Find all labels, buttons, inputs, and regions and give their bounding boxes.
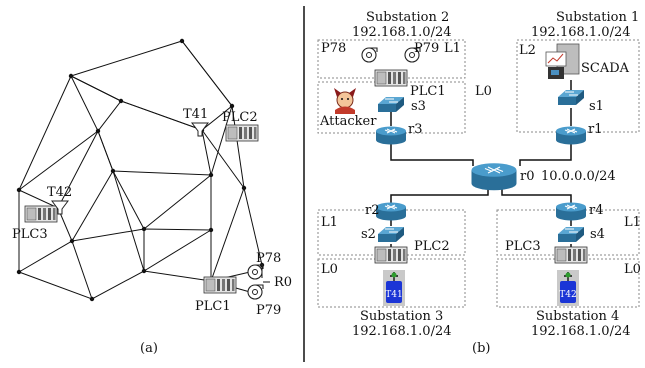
p79-label: P79 <box>256 303 281 318</box>
panel-b-caption: (b) <box>472 341 490 356</box>
node <box>69 238 75 244</box>
l0-label-s4: L0 <box>624 262 641 277</box>
node <box>229 103 235 109</box>
s1-switch-icon <box>557 89 585 106</box>
r2-router-icon <box>375 202 407 221</box>
substation-1: Substation 1 192.168.1.0/24 L2 SCADA s1 … <box>516 10 640 145</box>
plc1-label: PLC1 <box>195 299 231 314</box>
r1-label: r1 <box>588 122 603 137</box>
substation-2-subnet: 192.168.1.0/24 <box>352 25 452 40</box>
s2-switch-icon <box>377 226 405 243</box>
s4-label: s4 <box>590 227 605 242</box>
panel-a-network: PLC2 T41 PLC3 T42 PLC1 P78 P79 R0 (a) <box>12 38 292 356</box>
substation-1-subnet: 192.168.1.0/24 <box>531 25 631 40</box>
substation-4-subnet: 192.168.1.0/24 <box>531 324 631 339</box>
panel-a-edges <box>18 40 263 300</box>
attacker-icon <box>334 88 356 114</box>
core-router: r0 10.0.0.0/24 <box>471 163 616 191</box>
l0-label-s3: L0 <box>321 262 338 277</box>
substation-2-l1-box <box>317 39 466 79</box>
scada-server-icon <box>545 43 580 79</box>
plc1-label-b: PLC1 <box>410 84 446 99</box>
node <box>95 128 101 134</box>
t41-tank-icon-b <box>382 269 406 307</box>
r3-label: r3 <box>408 122 423 137</box>
node <box>208 172 214 178</box>
node <box>141 268 147 274</box>
panel-a-nodes <box>16 38 265 302</box>
node <box>110 168 116 174</box>
plc2-icon-b <box>374 246 408 264</box>
substation-4-name: Substation 4 <box>536 309 619 324</box>
s3-switch-icon <box>377 96 405 113</box>
panel-a-caption: (a) <box>140 341 158 356</box>
node <box>68 73 74 79</box>
p79-pump-icon <box>247 284 264 300</box>
r4-label: r4 <box>589 203 604 218</box>
substation-3-name: Substation 3 <box>360 309 443 324</box>
node <box>141 226 147 232</box>
s4-switch-icon <box>557 226 585 243</box>
substation-1-l2-box <box>516 39 640 133</box>
t42-label-b: T42 <box>559 290 576 300</box>
p78-pump-icon <box>247 264 264 280</box>
plc1-icon <box>203 276 237 294</box>
substation-4: r4 L1 s4 PLC3 L0 T42 Substation 4 192.16… <box>496 202 641 339</box>
node <box>179 38 185 44</box>
r0-label-b: r0 <box>520 169 535 184</box>
l1-label-s2: L1 <box>444 41 461 56</box>
substation-1-name: Substation 1 <box>556 10 639 25</box>
substation-4-l0-box <box>496 258 640 308</box>
node <box>241 185 247 191</box>
node <box>208 227 214 233</box>
t41-label-b: T41 <box>385 290 402 300</box>
r0-label: R0 <box>274 275 292 290</box>
l0-label-s2: L0 <box>475 84 492 99</box>
node <box>118 98 124 104</box>
plc3-label: PLC3 <box>12 227 48 242</box>
r2-label: r2 <box>365 203 380 218</box>
t41-tank-icon <box>191 122 209 137</box>
s3-label: s3 <box>411 99 426 114</box>
substation-3: r2 L1 s2 PLC2 L0 T41 Substation 3 192.16… <box>317 202 466 339</box>
plc2-label-b: PLC2 <box>414 239 450 254</box>
node <box>16 187 22 193</box>
panel-b-network: Substation 2 192.168.1.0/24 P78 L1 L0 P7… <box>317 10 641 356</box>
t42-label: T42 <box>47 185 72 200</box>
p78-pump-icon-b <box>361 47 378 63</box>
plc2-icon <box>225 124 259 142</box>
node <box>16 269 22 275</box>
p78-label: P78 <box>256 251 281 266</box>
scada-label: SCADA <box>581 61 630 76</box>
plc1-icon-b <box>374 69 408 87</box>
p79-label-b: P79 <box>414 41 439 56</box>
r4-router-icon <box>555 202 587 221</box>
plc2-label: PLC2 <box>222 110 258 125</box>
core-subnet: 10.0.0.0/24 <box>541 169 616 184</box>
plc3-icon <box>24 205 58 223</box>
attacker-label: Attacker <box>319 114 377 129</box>
t41-label: T41 <box>183 107 208 122</box>
p78-label-b: P78 <box>321 41 346 56</box>
substation-2-name: Substation 2 <box>366 10 449 25</box>
t42-tank-icon-b <box>556 269 580 307</box>
s1-label: s1 <box>589 99 604 114</box>
l2-label: L2 <box>519 43 536 58</box>
node <box>89 296 95 302</box>
substation-3-subnet: 192.168.1.0/24 <box>352 324 452 339</box>
plc3-label-b: PLC3 <box>505 239 541 254</box>
r3-router-icon <box>375 126 407 145</box>
plc3-icon-b <box>554 246 588 264</box>
l1-label-s3: L1 <box>321 215 338 230</box>
r0-router-icon <box>471 163 517 191</box>
s2-label: s2 <box>361 227 376 242</box>
l1-label-s4: L1 <box>624 215 641 230</box>
r1-router-icon <box>555 126 587 145</box>
substation-2: Substation 2 192.168.1.0/24 P78 L1 L0 P7… <box>317 10 492 145</box>
